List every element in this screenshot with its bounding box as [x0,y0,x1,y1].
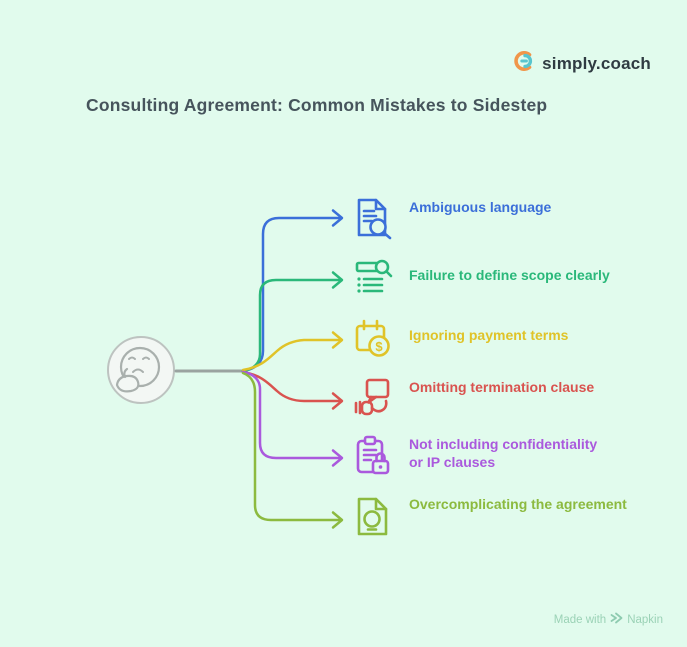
brand-logo: simply.coach [513,50,651,77]
list-search-icon [355,259,393,293]
connector-branch-4 [241,370,344,410]
connector-branch-3 [241,331,344,372]
connector-branch-1 [241,209,344,373]
mistake-item-ambiguous-language: Ambiguous language [352,197,551,241]
mistake-label: Overcomplicating the agreement [409,496,627,512]
calendar-dollar-icon: $ [355,319,390,357]
hand-message-icon [354,378,390,416]
mistake-item-termination-clause: Omitting termination clause [352,377,594,421]
napkin-brand-text: Napkin [627,613,663,626]
document-search-icon [357,198,392,240]
page-title: Consulting Agreement: Common Mistakes to… [86,95,548,115]
clipboard-lock-icon [356,435,390,475]
mistake-label: Ignoring payment terms [409,327,569,343]
mistake-label: Not including confidentiality or IP clau… [409,436,598,470]
mistake-item-scope: Failure to define scope clearly [352,257,610,301]
connector-branch-6 [241,371,344,529]
napkin-credit: Made with Napkin [554,612,663,627]
mistake-item-overcomplicating: Overcomplicating the agreement [352,496,627,540]
svg-text:$: $ [375,339,383,354]
simply-coach-logo-icon [513,50,535,77]
mistake-item-payment-terms: $ Ignoring payment terms [352,317,568,361]
brand-logo-text: simply.coach [542,53,651,73]
mistake-item-confidentiality-ip: Not including confidentiality or IP clau… [352,434,604,478]
mistake-label: Omitting termination clause [409,379,595,395]
thinking-face-icon [107,336,175,404]
made-with-text: Made with [553,613,607,626]
mistake-label: Ambiguous language [409,199,552,215]
document-idea-icon [357,497,388,536]
connector-branch-2 [241,271,344,373]
napkin-icon [610,612,623,627]
connector-branch-5 [241,370,344,467]
mistake-label: Failure to define scope clearly [409,267,610,283]
